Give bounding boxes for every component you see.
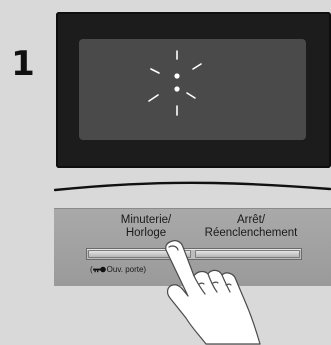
step-number: 1 — [8, 44, 38, 84]
oven-door — [56, 12, 331, 168]
timer-clock-label: Minuterie/ Horloge — [102, 214, 190, 240]
stop-reset-label: Arrêt/ Réenclenchement — [196, 214, 306, 240]
oven-base-line — [54, 172, 331, 194]
pointing-hand-icon — [150, 238, 275, 345]
oven-window — [79, 39, 306, 140]
key-icon — [93, 266, 107, 273]
light-on-icon — [79, 39, 306, 140]
door-open-label: (Ouv. porte) — [90, 265, 146, 275]
